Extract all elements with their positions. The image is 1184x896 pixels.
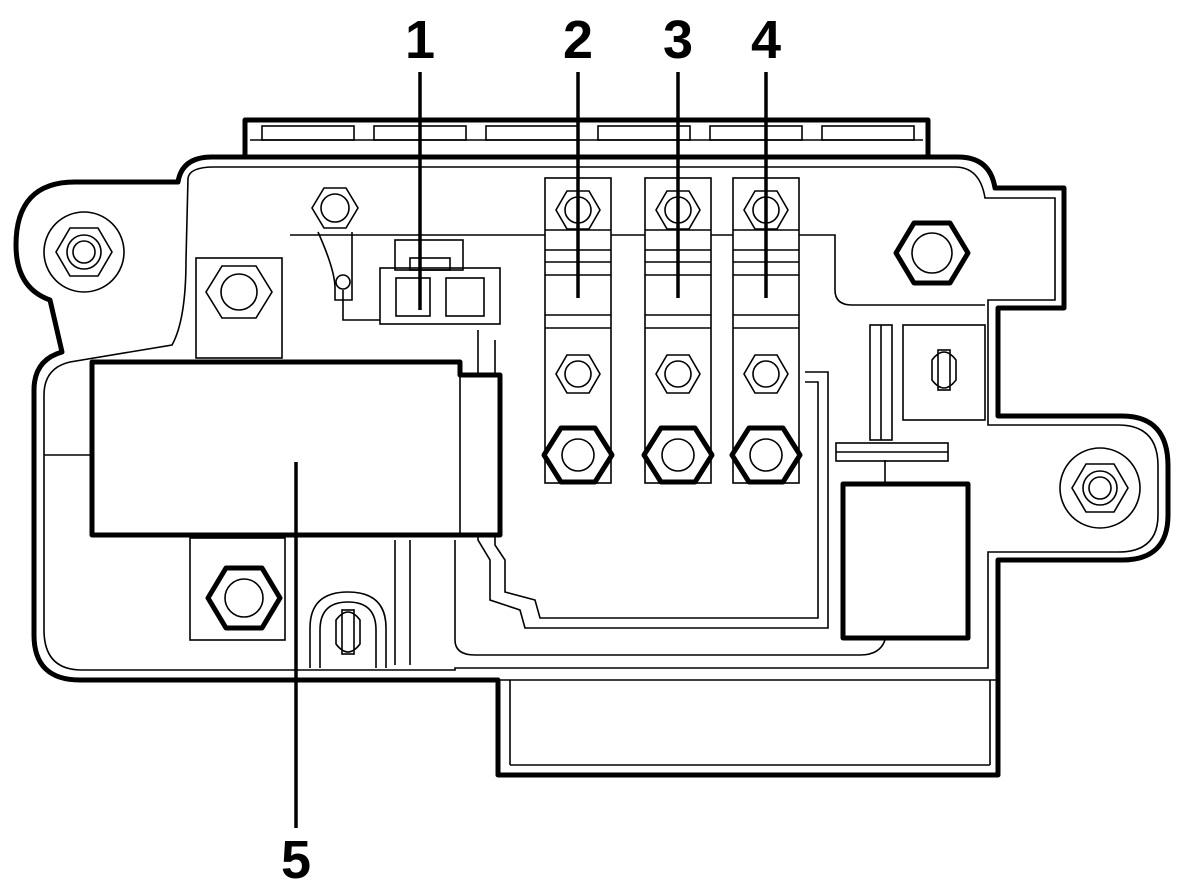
- mini-fuse-block: [379, 239, 501, 325]
- right-mount-bolt: [1059, 447, 1141, 529]
- side-relay: [840, 481, 971, 641]
- callout-4: 4: [751, 10, 781, 70]
- bus-channel-inner: [494, 340, 819, 619]
- fuse-strip-3: [641, 177, 715, 485]
- leader-lines: [294, 72, 768, 828]
- bus-channel: [477, 330, 829, 629]
- left-mount-bolt: [43, 211, 125, 293]
- right-clip: [835, 324, 986, 462]
- lower-channel: [454, 460, 886, 656]
- left-stud-bracket: [195, 257, 283, 359]
- lower-left-stud: [189, 537, 286, 641]
- callout-2: 2: [563, 10, 593, 70]
- top-right-nut: [893, 220, 971, 286]
- main-relay-cover: [89, 359, 503, 538]
- housing-inner-rim: [43, 166, 1159, 671]
- upper-compartment: [290, 234, 985, 306]
- lower-clip: [309, 591, 387, 668]
- callout-5: 5: [281, 830, 311, 890]
- callout-1: 1: [405, 10, 435, 70]
- callout-3: 3: [663, 10, 693, 70]
- ring-terminal: [311, 187, 380, 321]
